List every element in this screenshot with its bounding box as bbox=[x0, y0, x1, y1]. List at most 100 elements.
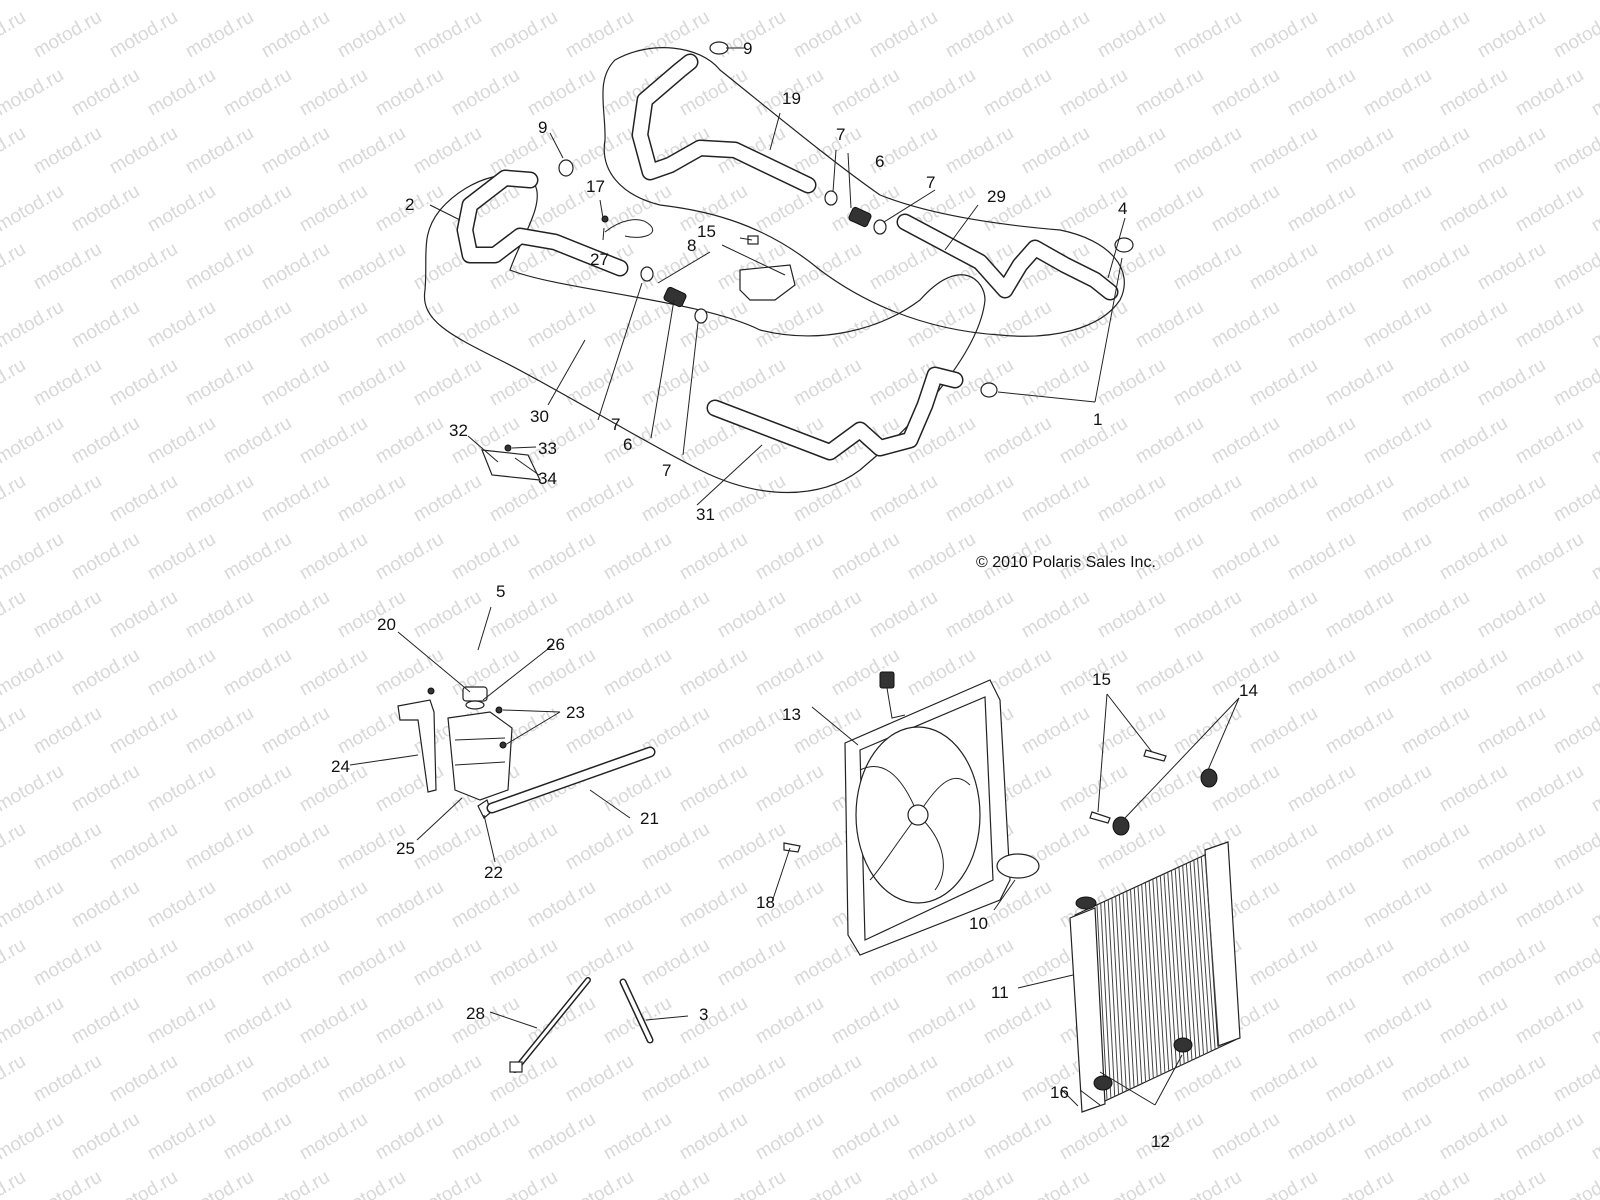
watermark-text: motod.ru bbox=[106, 471, 181, 527]
hose-outline-front bbox=[423, 174, 986, 494]
watermark-text: motod.ru bbox=[752, 993, 827, 1049]
watermark-text: motod.ru bbox=[1284, 0, 1359, 4]
watermark-text: motod.ru bbox=[714, 1051, 789, 1107]
watermark-text: motod.ru bbox=[866, 239, 941, 295]
watermark-text: motod.ru bbox=[1056, 297, 1131, 353]
watermark-text: motod.ru bbox=[372, 65, 447, 121]
watermark-text: motod.ru bbox=[334, 587, 409, 643]
watermark-text: motod.ru bbox=[106, 239, 181, 295]
watermark-text: motod.ru bbox=[372, 645, 447, 701]
callout-20: 20 bbox=[377, 615, 396, 634]
watermark-text: motod.ru bbox=[448, 0, 523, 4]
watermark-text: motod.ru bbox=[1550, 471, 1600, 527]
watermark-text: motod.ru bbox=[182, 355, 257, 411]
watermark-text: motod.ru bbox=[410, 355, 485, 411]
callout-14: 14 bbox=[1239, 681, 1258, 700]
watermark-text: motod.ru bbox=[1322, 355, 1397, 411]
watermark-text: motod.ru bbox=[30, 703, 105, 759]
watermark-text: motod.ru bbox=[258, 7, 333, 63]
watermark-text: motod.ru bbox=[486, 935, 561, 991]
watermark-text: motod.ru bbox=[1398, 1051, 1473, 1107]
watermark-text: motod.ru bbox=[144, 297, 219, 353]
screw-17 bbox=[601, 215, 609, 223]
bolt-3 bbox=[621, 980, 652, 1042]
screw-23-b bbox=[499, 741, 507, 749]
watermark-text: motod.ru bbox=[68, 181, 143, 237]
watermark-text: motod.ru bbox=[676, 761, 751, 817]
gasket-26 bbox=[465, 700, 485, 710]
watermark-text: motod.ru bbox=[1588, 645, 1600, 701]
watermark-text: motod.ru bbox=[1094, 471, 1169, 527]
watermark-text: motod.ru bbox=[790, 1051, 865, 1107]
watermark-text: motod.ru bbox=[220, 993, 295, 1049]
watermark-text: motod.ru bbox=[182, 587, 257, 643]
watermark-text: motod.ru bbox=[1322, 7, 1397, 63]
watermark-text: motod.ru bbox=[1208, 65, 1283, 121]
watermark-text: motod.ru bbox=[448, 877, 523, 933]
radiator-fin bbox=[1182, 865, 1197, 1059]
watermark-text: motod.ru bbox=[1246, 935, 1321, 991]
watermark-text: motod.ru bbox=[904, 1109, 979, 1165]
watermark-text: motod.ru bbox=[1588, 877, 1600, 933]
radiator-fin bbox=[1096, 904, 1108, 1101]
watermark-text: motod.ru bbox=[1018, 1167, 1093, 1200]
watermark-text: motod.ru bbox=[144, 761, 219, 817]
watermark-text: motod.ru bbox=[1284, 529, 1359, 585]
watermark-text: motod.ru bbox=[638, 355, 713, 411]
watermark-text: motod.ru bbox=[0, 761, 67, 817]
watermark-text: motod.ru bbox=[1588, 529, 1600, 585]
callout-16: 16 bbox=[1050, 1083, 1069, 1102]
radiator-fin bbox=[1144, 882, 1158, 1077]
wire-harness-27 bbox=[604, 219, 653, 238]
watermark-text: motod.ru bbox=[0, 1167, 29, 1200]
callout-19: 19 bbox=[782, 89, 801, 108]
radiator-assembly bbox=[996, 749, 1241, 1113]
watermark-text: motod.ru bbox=[1550, 239, 1600, 295]
radiator-fin bbox=[1163, 873, 1178, 1068]
watermark-text: motod.ru bbox=[828, 529, 903, 585]
watermark-text: motod.ru bbox=[1474, 123, 1549, 179]
watermark-text: motod.ru bbox=[1550, 7, 1600, 63]
watermark-text: motod.ru bbox=[562, 1167, 637, 1200]
radiator-fin bbox=[1189, 861, 1205, 1056]
watermark-text: motod.ru bbox=[1094, 587, 1169, 643]
watermark-text: motod.ru bbox=[638, 935, 713, 991]
watermark-text: motod.ru bbox=[714, 935, 789, 991]
watermark-text: motod.ru bbox=[182, 123, 257, 179]
watermark-text: motod.ru bbox=[372, 1109, 447, 1165]
radiator-fin bbox=[1200, 856, 1216, 1050]
watermark-text: motod.ru bbox=[334, 355, 409, 411]
watermark-text: motod.ru bbox=[1208, 181, 1283, 237]
watermark-text: motod.ru bbox=[904, 65, 979, 121]
watermark-text: motod.ru bbox=[296, 529, 371, 585]
watermark-text: motod.ru bbox=[1436, 0, 1511, 4]
watermark-text: motod.ru bbox=[1512, 181, 1587, 237]
watermark-text: motod.ru bbox=[1436, 181, 1511, 237]
watermark-text: motod.ru bbox=[562, 355, 637, 411]
watermark-text: motod.ru bbox=[0, 7, 29, 63]
watermark-text: motod.ru bbox=[1436, 529, 1511, 585]
watermark-text: motod.ru bbox=[524, 993, 599, 1049]
watermark-text: motod.ru bbox=[1436, 993, 1511, 1049]
watermark-text: motod.ru bbox=[372, 0, 447, 4]
watermark-text: motod.ru bbox=[1246, 239, 1321, 295]
watermark-text: motod.ru bbox=[106, 355, 181, 411]
watermark-text: motod.ru bbox=[220, 297, 295, 353]
copyright-text: © 2010 Polaris Sales Inc. bbox=[976, 554, 1156, 571]
watermark-text: motod.ru bbox=[1550, 1167, 1600, 1200]
radiator-fin bbox=[1130, 889, 1143, 1084]
watermark-text: motod.ru bbox=[904, 297, 979, 353]
watermark-text: motod.ru bbox=[790, 355, 865, 411]
watermark-text: motod.ru bbox=[144, 65, 219, 121]
watermark-text: motod.ru bbox=[372, 877, 447, 933]
watermark-text: motod.ru bbox=[1056, 65, 1131, 121]
watermark-text: motod.ru bbox=[1284, 645, 1359, 701]
watermark-text: motod.ru bbox=[676, 645, 751, 701]
callout-7a: 7 bbox=[836, 125, 845, 144]
callout-32: 32 bbox=[449, 421, 468, 440]
watermark-text: motod.ru bbox=[258, 1051, 333, 1107]
watermark-text: motod.ru bbox=[258, 355, 333, 411]
watermark-text: motod.ru bbox=[1056, 761, 1131, 817]
watermark-text: motod.ru bbox=[296, 65, 371, 121]
